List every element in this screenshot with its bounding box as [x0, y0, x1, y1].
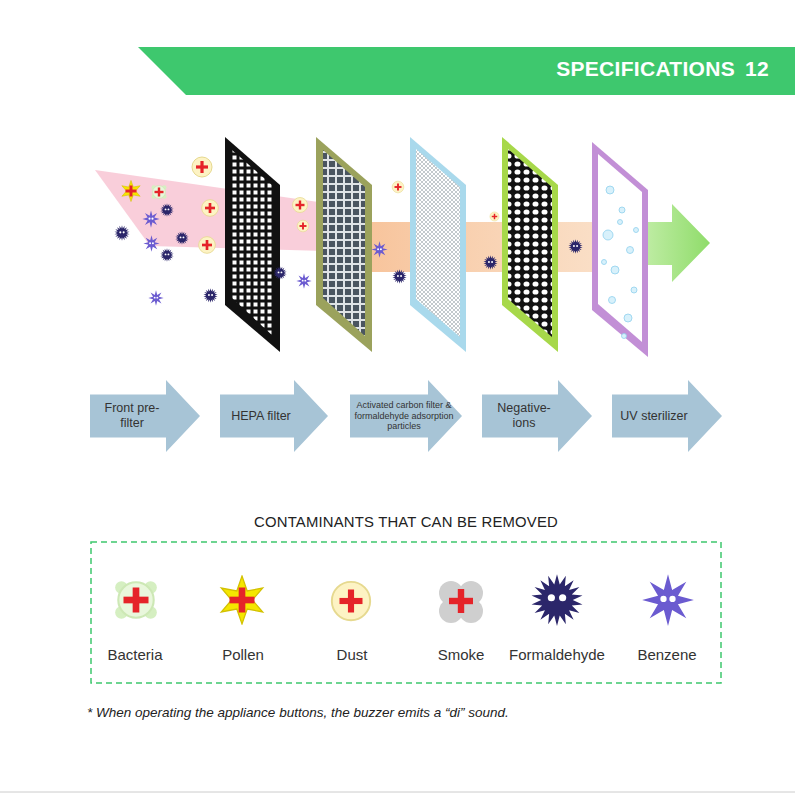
pre-filter-panel — [225, 137, 280, 352]
contaminants-panel: CONTAMINANTS THAT CAN BE REMOVED — [90, 512, 722, 684]
arrow-label-area: Negative-ions — [482, 380, 592, 452]
arrow-label-area: Front pre-filter — [90, 380, 200, 452]
contaminant-icons — [115, 574, 694, 626]
stage-label: Negative-ions — [486, 401, 562, 431]
stage-arrow: HEPA filter — [220, 380, 328, 452]
stage-arrow: Front pre-filter — [90, 380, 200, 452]
stage-arrow: UV sterilizer — [612, 380, 722, 452]
contaminant-name: Benzene — [637, 646, 696, 663]
page-number: 12 — [745, 57, 769, 81]
page-edge-line — [0, 792, 795, 793]
stage-label: HEPA filter — [231, 409, 291, 424]
arrow-shape — [482, 380, 592, 452]
contaminant-name: Formaldehyde — [509, 646, 605, 663]
title-banner — [138, 47, 795, 95]
stage-label: UV sterilizer — [620, 409, 687, 424]
title-group: SPECIFICATIONS 12 — [556, 57, 769, 81]
stage-label: Activated carbon filter & formaldehyde a… — [354, 400, 454, 432]
arrow-label-area: UV sterilizer — [612, 380, 722, 452]
contaminant-name: Smoke — [438, 646, 485, 663]
uv-panel — [592, 142, 648, 357]
filtered-air-band — [340, 222, 605, 272]
contaminant-name: Dust — [337, 646, 368, 663]
hepa-panel — [316, 137, 372, 352]
arrow-label-area: Activated carbon filter & formaldehyde a… — [350, 380, 462, 452]
stage-label: Front pre-filter — [94, 401, 170, 431]
stage-arrow: Activated carbon filter & formaldehyde a… — [350, 380, 462, 452]
arrow-label-area: HEPA filter — [220, 380, 328, 452]
contaminant-name: Pollen — [222, 646, 264, 663]
stage-arrow: Negative-ions — [482, 380, 592, 452]
ion-panel — [502, 137, 558, 352]
carbon-panel — [410, 137, 466, 352]
dashed-border — [90, 512, 722, 684]
arrow-shape — [90, 380, 200, 452]
contaminant-name: Bacteria — [107, 646, 162, 663]
footnote: * When operating the appliance buttons, … — [87, 705, 509, 720]
page-title: SPECIFICATIONS — [556, 57, 735, 81]
panel-heading: CONTAMINANTS THAT CAN BE REMOVED — [90, 514, 722, 530]
contaminant-particles — [114, 157, 582, 306]
